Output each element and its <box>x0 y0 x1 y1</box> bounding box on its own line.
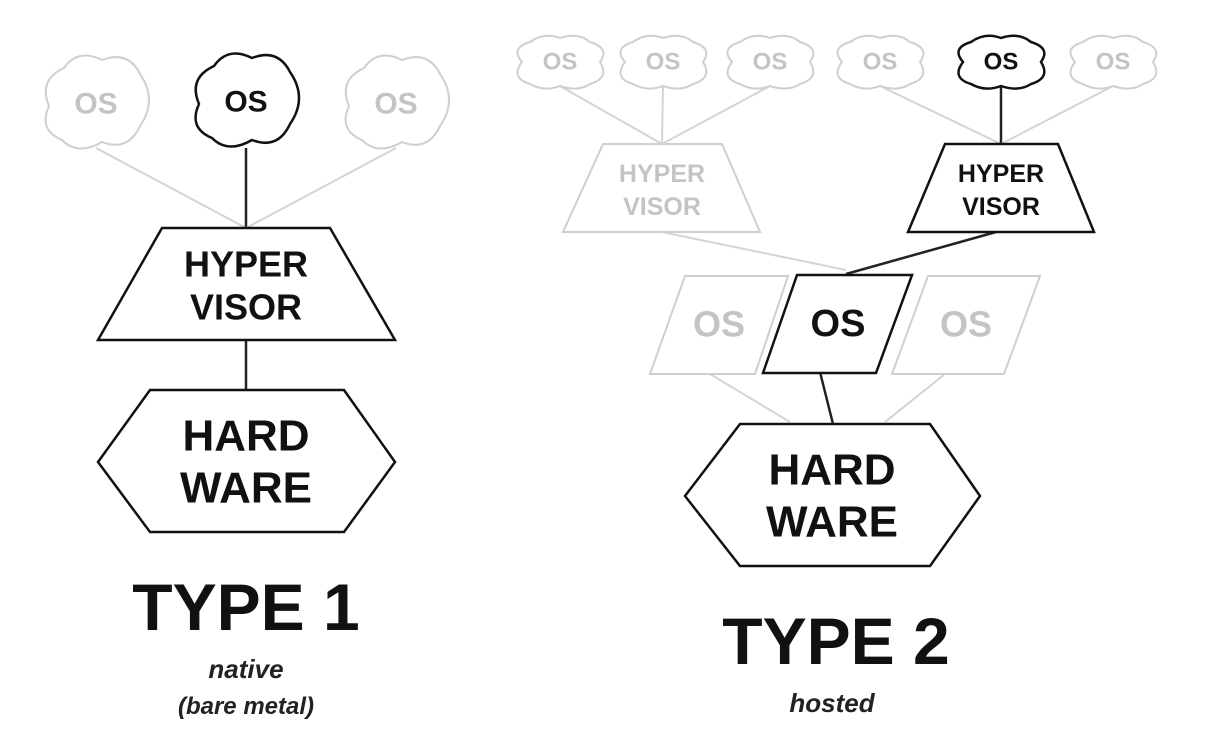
type2-hypervisor-1-line2: VISOR <box>623 193 701 221</box>
type1-guest-os-2[interactable]: OS <box>194 52 301 148</box>
type2-connector-host3 <box>884 373 946 423</box>
type2-connector-hyp1 <box>661 231 847 271</box>
type2-guest-os-6-label: OS <box>1096 49 1131 76</box>
type2-guest-os-1-label: OS <box>543 49 578 76</box>
type1-diagram: OS OS OS HYPER VISOR HARD WARE TYPE 1 na… <box>44 52 450 720</box>
type2-guest-os-2: OS <box>619 34 708 90</box>
type1-guest-os-3: OS <box>344 54 450 150</box>
type1-hardware: HARD WARE <box>96 388 397 534</box>
type1-guest-os-2-label: OS <box>224 86 267 119</box>
type1-hypervisor: HYPER VISOR <box>95 226 398 342</box>
type1-connector-os1 <box>95 147 247 229</box>
type2-host-os-1-label: OS <box>693 304 745 345</box>
type2-hypervisor-2-line2: VISOR <box>962 193 1040 221</box>
type2-title: TYPE 2 <box>722 604 949 678</box>
type1-guest-os-1: OS <box>44 54 150 150</box>
type2-guest-os-4-label: OS <box>863 49 898 76</box>
type2-hardware-line2: WARE <box>766 498 898 547</box>
type1-guest-os-1-label: OS <box>74 88 117 121</box>
type2-hypervisor-2: HYPER VISOR <box>906 142 1096 234</box>
type1-subtitle: native <box>208 654 283 684</box>
type2-hypervisor-1: HYPER VISOR <box>561 143 762 233</box>
type2-connector-host1 <box>709 373 791 423</box>
type2-guest-os-5-label: OS <box>984 49 1019 76</box>
type2-guest-os-6: OS <box>1069 34 1158 90</box>
type2-guest-os-5[interactable]: OS <box>957 34 1046 90</box>
type2-host-os-2-label: OS <box>811 303 866 345</box>
type2-connector-host2 <box>818 371 835 425</box>
type2-host-os-2[interactable]: OS <box>761 273 914 375</box>
type2-connector-guest4 <box>879 85 1002 145</box>
type2-diagram: OS OS OS OS OS OS HYPER VISOR <box>516 34 1158 718</box>
type1-hardware-line1: HARD <box>182 412 309 461</box>
type2-subtitle: hosted <box>789 688 875 718</box>
type2-host-os-1: OS <box>648 275 790 375</box>
type2-host-os-3-label: OS <box>940 304 992 345</box>
type2-guest-os-2-label: OS <box>646 49 681 76</box>
type2-guest-os-3: OS <box>726 34 815 90</box>
type1-guest-os-3-label: OS <box>374 88 417 121</box>
type1-hypervisor-line2: VISOR <box>190 287 302 328</box>
type2-hardware-line1: HARD <box>768 446 895 495</box>
type1-hardware-line2: WARE <box>180 464 312 513</box>
type2-guest-os-1: OS <box>516 34 605 90</box>
type2-hypervisor-1-line1: HYPER <box>619 160 705 188</box>
type1-subtitle-2: (bare metal) <box>178 693 314 720</box>
type2-connector-hyp2 <box>845 230 997 276</box>
type1-title: TYPE 1 <box>132 570 359 644</box>
type2-connector-guest1 <box>559 85 663 145</box>
type2-guest-os-4: OS <box>836 34 925 90</box>
type2-connector-guest2 <box>661 85 664 145</box>
type2-connector-guest6 <box>1000 85 1114 145</box>
type2-hardware: HARD WARE <box>683 422 982 568</box>
type2-connector-guest3 <box>661 85 771 145</box>
type2-hypervisor-2-line1: HYPER <box>958 160 1044 188</box>
type1-hypervisor-line1: HYPER <box>184 244 308 285</box>
type2-guest-os-3-label: OS <box>753 49 788 76</box>
type2-host-os-3: OS <box>890 275 1042 375</box>
type1-connector-os3 <box>245 147 397 229</box>
